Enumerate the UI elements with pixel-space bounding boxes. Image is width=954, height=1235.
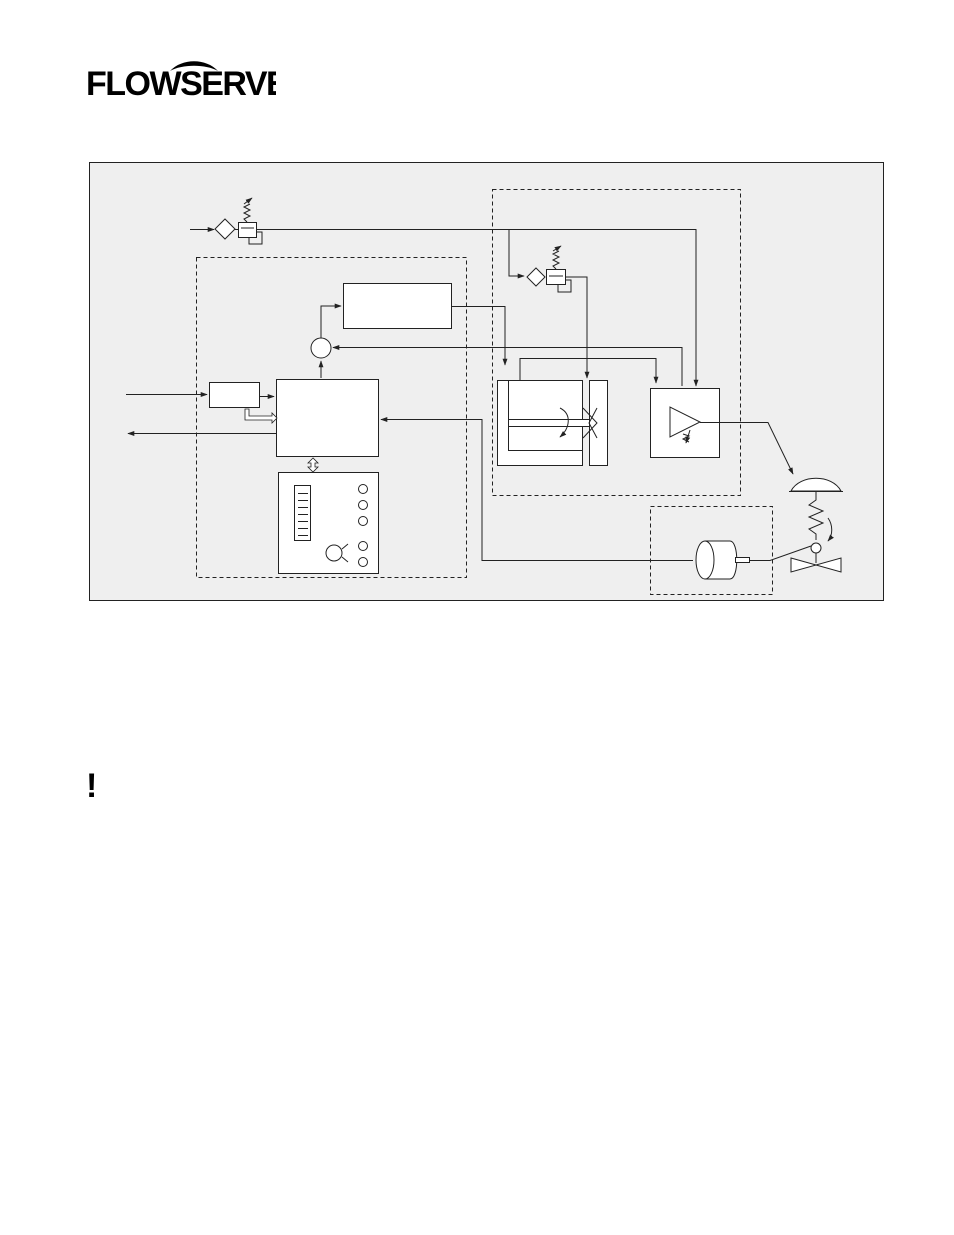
filter-2-icon [526, 267, 546, 287]
cpu-block [276, 379, 379, 457]
regulator-2-spring-icon [551, 250, 561, 270]
button-1 [358, 541, 368, 551]
actuator-spring-icon [807, 492, 825, 540]
led-3 [358, 516, 368, 526]
logo-graphic: FLOWSERVE [86, 61, 290, 103]
summing-junction [310, 337, 332, 359]
rotary-selector [325, 544, 343, 562]
processor-top-block [343, 283, 452, 329]
feedback-line [332, 345, 683, 386]
led-2 [358, 500, 368, 510]
output-pressure-line [700, 422, 794, 475]
regulator-icon [238, 222, 257, 238]
actuator-diaphragm [790, 477, 842, 492]
sensor-shaft [735, 557, 750, 563]
valve-body-icon [790, 557, 842, 573]
button-2 [358, 557, 368, 567]
regulator-2-icon [546, 269, 566, 285]
amplifier-icon [669, 406, 702, 438]
logo-swoosh [170, 61, 218, 71]
positioner-block-diagram [89, 162, 884, 601]
led-1 [358, 484, 368, 494]
valve-stem-joint [810, 542, 822, 554]
position-feedback-line [380, 417, 693, 561]
spool-body-right [589, 380, 608, 466]
lcd-display [294, 485, 311, 541]
regulator-spring-icon [242, 203, 252, 223]
interface-block [209, 382, 260, 408]
nozzle-icon [582, 407, 598, 439]
filter-icon [214, 218, 236, 240]
logo-wordmark: FLOWSERVE [86, 65, 276, 100]
spool-shaft [508, 419, 597, 427]
rotation-arrow-icon [559, 407, 569, 438]
diagram-panel [89, 162, 884, 601]
pilot-valve-inner [508, 380, 583, 451]
pneumatic-enclosure [492, 189, 741, 496]
caution-glyph: ! [86, 767, 98, 805]
stem-rotation-arrow [827, 517, 834, 542]
supply-line [256, 229, 699, 387]
bus-arrow [244, 408, 278, 424]
flowserve-logo: FLOWSERVE [86, 60, 290, 103]
electronics-enclosure [196, 257, 467, 578]
caution-icon: ! [86, 768, 108, 804]
sensor-linkage [749, 545, 812, 561]
